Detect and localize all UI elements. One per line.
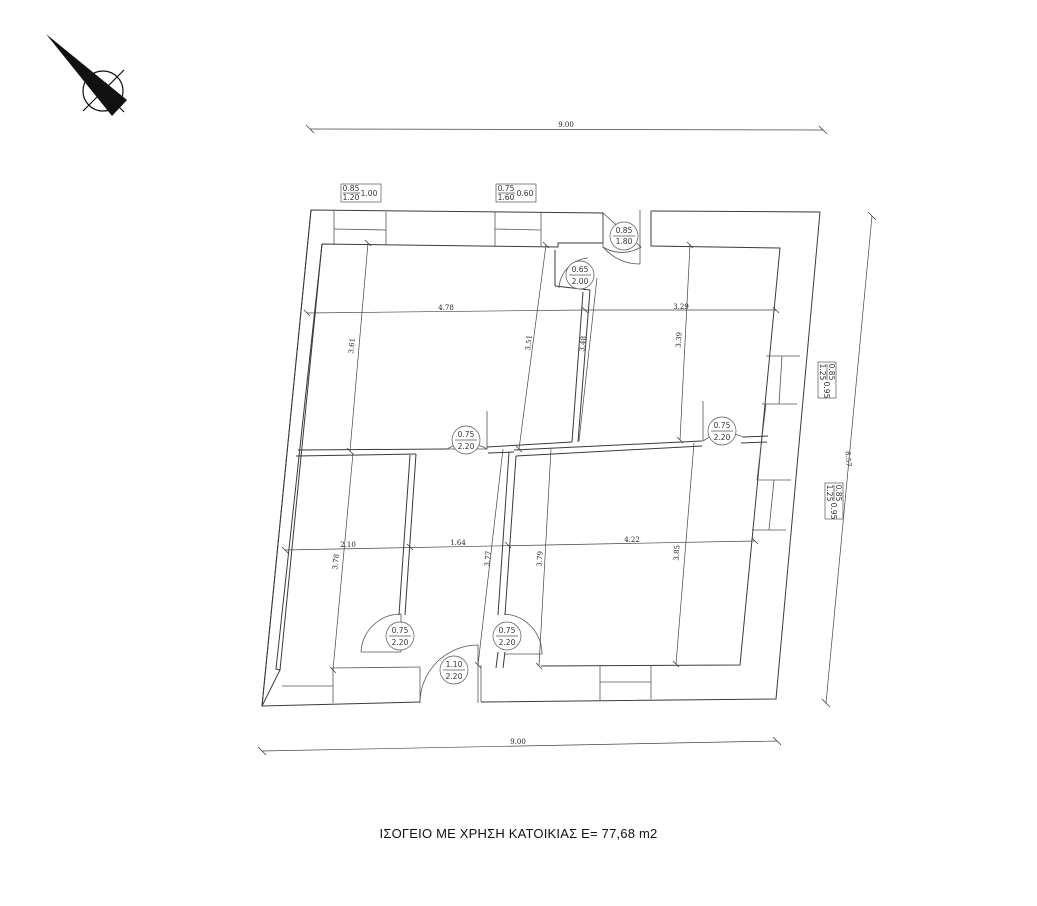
- svg-text:0.60: 0.60: [517, 189, 534, 198]
- svg-text:2.00: 2.00: [572, 277, 589, 286]
- dim-ticks: [281, 239, 780, 674]
- svg-text:1.00: 1.00: [361, 189, 378, 198]
- svg-text:0.95: 0.95: [829, 503, 838, 520]
- dim-bottom-h2: 3.77: [483, 551, 493, 567]
- svg-text:0.65: 0.65: [572, 265, 589, 274]
- dim-top-label: 9.00: [558, 121, 574, 129]
- svg-text:0.85: 0.85: [616, 226, 633, 235]
- svg-text:1.25: 1.25: [818, 364, 827, 381]
- svg-text:2.20: 2.20: [499, 638, 516, 647]
- door-tag-4: 0.75 2.20: [707, 416, 737, 446]
- dim-right-label: 8.57: [843, 451, 852, 467]
- door-tag-2: 0.65 2.00: [565, 260, 595, 290]
- dim-top-right-height-a: 3.48: [578, 336, 588, 352]
- window-tag-4: 0.85 1.25 0.95: [824, 482, 844, 520]
- dim-bottom-label: 9.00: [510, 738, 526, 746]
- window-tag-1: 0.85 1.20 1.00: [340, 183, 382, 203]
- dimension-bottom: 9.00: [257, 736, 782, 756]
- window-tag-3: 0.85 1.25 0.95: [817, 361, 837, 399]
- dim-top-right-height-b: 3.39: [674, 332, 683, 348]
- plan-title: ΙΣΟΓΕΙΟ ΜΕ ΧΡΗΣΗ ΚΑΤΟΙΚΙΑΣ Ε= 77,68 m2: [379, 826, 658, 841]
- dim-bottom-w3: 4.22: [624, 536, 640, 544]
- door-swings: [360, 210, 744, 704]
- svg-text:0.75: 0.75: [499, 626, 516, 635]
- door-tag-7: 1.10 2.20: [439, 655, 469, 685]
- svg-text:0.85: 0.85: [827, 364, 836, 381]
- door-tag-6: 0.75 2.20: [492, 621, 522, 651]
- room-dimension-labels: 4.78 3.29 3.61 3.51 3.48 3.39 2.10 1.64 …: [331, 303, 689, 570]
- window-tag-2: 0.75 1.60 0.60: [495, 183, 537, 203]
- svg-text:1.80: 1.80: [616, 237, 633, 246]
- svg-text:0.85: 0.85: [834, 485, 843, 502]
- svg-text:1.60: 1.60: [498, 193, 515, 202]
- svg-text:2.20: 2.20: [714, 433, 731, 442]
- svg-text:2.20: 2.20: [392, 638, 409, 647]
- door-tag-3: 0.75 2.20: [451, 425, 481, 455]
- dim-top-left-width: 4.78: [438, 304, 454, 312]
- dim-top-left-height-b: 3.51: [524, 335, 534, 351]
- right-windows: [752, 355, 800, 531]
- svg-text:1.10: 1.10: [446, 660, 463, 669]
- svg-text:0.75: 0.75: [498, 184, 515, 193]
- north-arrow-icon: [46, 34, 127, 116]
- svg-text:2.20: 2.20: [446, 672, 463, 681]
- dimension-top: 9.00: [305, 121, 828, 135]
- dimension-right: 8.57: [821, 211, 877, 708]
- door-tag-5: 0.75 2.20: [385, 621, 415, 651]
- dim-top-right-width: 3.29: [673, 303, 689, 311]
- dim-bottom-w2: 1.64: [450, 539, 466, 547]
- svg-text:2.20: 2.20: [458, 442, 475, 451]
- svg-text:0.75: 0.75: [392, 626, 409, 635]
- svg-text:0.85: 0.85: [343, 184, 360, 193]
- room-dimension-lines: [281, 239, 780, 674]
- svg-text:1.25: 1.25: [825, 485, 834, 502]
- door-tag-1: 0.85 1.80: [609, 221, 639, 251]
- top-windows: [333, 211, 542, 246]
- dim-bottom-w1: 2.10: [340, 541, 356, 549]
- svg-text:0.75: 0.75: [714, 421, 731, 430]
- dim-bottom-h3: 3.79: [535, 551, 544, 567]
- interior-walls: [295, 250, 769, 669]
- bottom-wall-details: [282, 665, 652, 703]
- svg-text:0.95: 0.95: [822, 382, 831, 399]
- dim-bottom-h1: 3.78: [331, 554, 341, 570]
- dim-top-left-height-a: 3.61: [347, 338, 357, 354]
- dim-bottom-h4: 3.85: [672, 545, 681, 561]
- svg-text:0.75: 0.75: [458, 430, 475, 439]
- svg-text:1.20: 1.20: [343, 193, 360, 202]
